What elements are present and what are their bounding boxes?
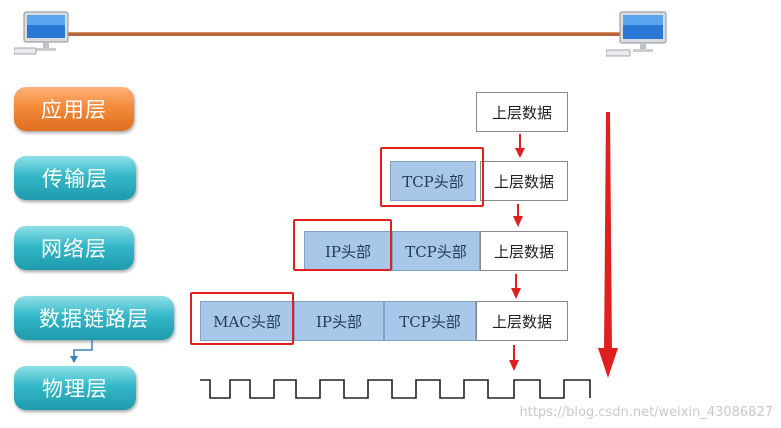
down-arrow-icon <box>515 134 525 158</box>
tcp-header-cell-datalink: TCP头部 <box>384 301 476 341</box>
layer-network: 网络层 <box>14 226 134 270</box>
watermark-text: https://blog.csdn.net/weixin_43086827 <box>519 405 773 420</box>
down-arrow-icon <box>509 345 519 371</box>
layer-datalink: 数据链路层 <box>14 296 174 340</box>
signal-waveform <box>200 379 591 399</box>
left-computer-icon <box>14 11 69 55</box>
highlight-box-ip <box>293 219 392 271</box>
mac-header-cell: MAC头部 <box>200 301 294 341</box>
layer-transport: 传输层 <box>14 156 136 200</box>
tcp-header-cell-transport: TCP头部 <box>390 161 476 201</box>
upper-data-cell-transport: 上层数据 <box>480 161 568 201</box>
highlight-box-tcp <box>380 147 484 207</box>
layer-physical: 物理层 <box>14 366 136 410</box>
down-arrow-icon <box>511 274 521 299</box>
ip-header-cell-network: IP头部 <box>304 231 392 271</box>
connector-icon <box>70 340 93 363</box>
upper-data-cell-app: 上层数据 <box>476 92 568 132</box>
upper-data-cell-network: 上层数据 <box>480 231 568 271</box>
large-down-arrow-icon <box>598 112 618 378</box>
ip-header-cell-datalink: IP头部 <box>294 301 384 341</box>
right-computer-icon <box>606 11 667 57</box>
tcp-header-cell-network: TCP头部 <box>392 231 480 271</box>
layer-application: 应用层 <box>14 87 134 131</box>
down-arrow-icon <box>513 204 523 227</box>
highlight-box-mac <box>190 292 294 345</box>
network-cable <box>64 32 634 36</box>
upper-data-cell-datalink: 上层数据 <box>476 301 568 341</box>
